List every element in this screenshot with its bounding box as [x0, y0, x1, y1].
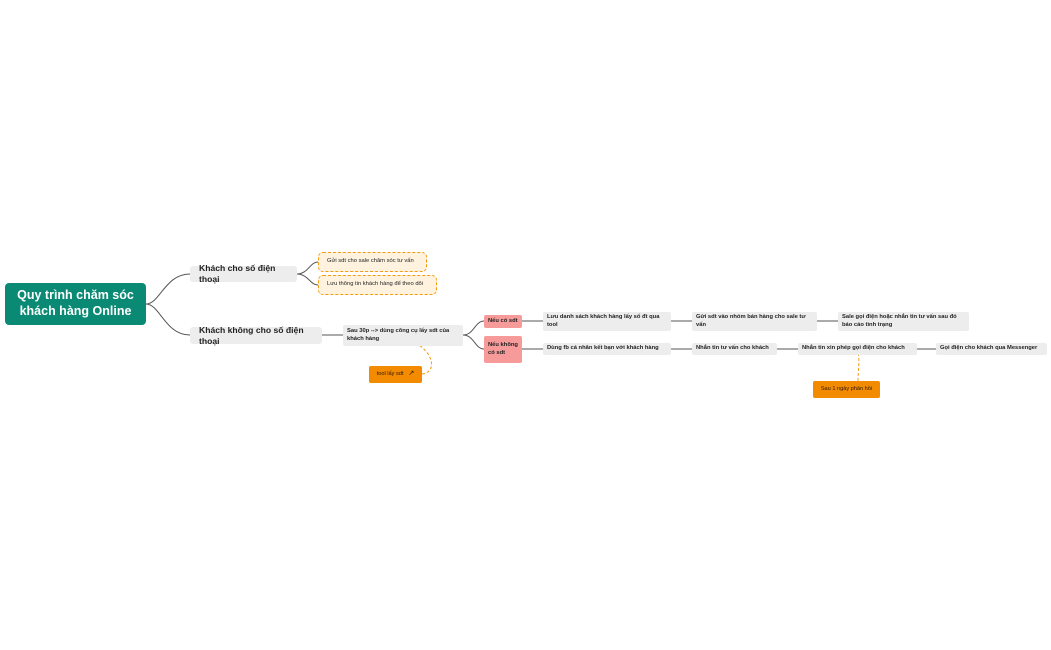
has-step-sale-call[interactable]: Sale gọi điện hoặc nhắn tin tư vấn sau đ…: [838, 312, 969, 331]
not-step-messenger-call[interactable]: Gọi điện cho khách qua Messenger: [936, 343, 1047, 355]
branch-no-phone[interactable]: Khách không cho số điện thoại: [190, 325, 322, 346]
not-step-ask-call[interactable]: Nhắn tin xin phép gọi điện cho khách: [798, 343, 917, 355]
root-node[interactable]: Quy trình chăm sóc khách hàng Online: [5, 283, 146, 325]
link-with-phone-send: [296, 261, 319, 275]
with-phone-send-sale[interactable]: Gửi sdt cho sale chăm sóc tư vấn: [318, 252, 427, 272]
external-link-icon[interactable]: ↗: [408, 370, 415, 378]
tool-note[interactable]: tool lấy sdt ↗: [369, 366, 422, 383]
not-step-add-friend[interactable]: Dùng fb cá nhân kết bạn với khách hàng: [543, 343, 671, 355]
link-step1-has: [462, 320, 485, 336]
has-step-save-list[interactable]: Lưu danh sách khách hàng lấy số đt qua t…: [543, 312, 671, 331]
if-no-phone[interactable]: Nếu không có sdt: [484, 336, 522, 363]
link-step1-not: [462, 334, 485, 350]
if-has-phone[interactable]: Nếu có sdt: [484, 315, 522, 328]
link-with-phone-save: [296, 273, 319, 286]
link-reply-note: [857, 351, 860, 382]
reply-note[interactable]: Sau 1 ngày phản hồi: [813, 381, 880, 398]
not-step-message[interactable]: Nhắn tin tư vấn cho khách: [692, 343, 777, 355]
link-tool-note: [402, 337, 433, 375]
has-step-send-group[interactable]: Gửi sdt vào nhóm bán hàng cho sale tư vấ…: [692, 312, 817, 331]
tool-note-label: tool lấy sdt: [376, 371, 404, 377]
link-root-no-phone: [145, 303, 191, 336]
with-phone-save-info[interactable]: Lưu thông tin khách hàng để theo dõi: [318, 275, 437, 295]
link-root-with-phone: [145, 273, 191, 305]
branch-with-phone[interactable]: Khách cho số điện thoại: [190, 263, 297, 284]
no-phone-step1[interactable]: Sau 30p --> dùng công cụ lấy sdt của khá…: [343, 325, 463, 346]
